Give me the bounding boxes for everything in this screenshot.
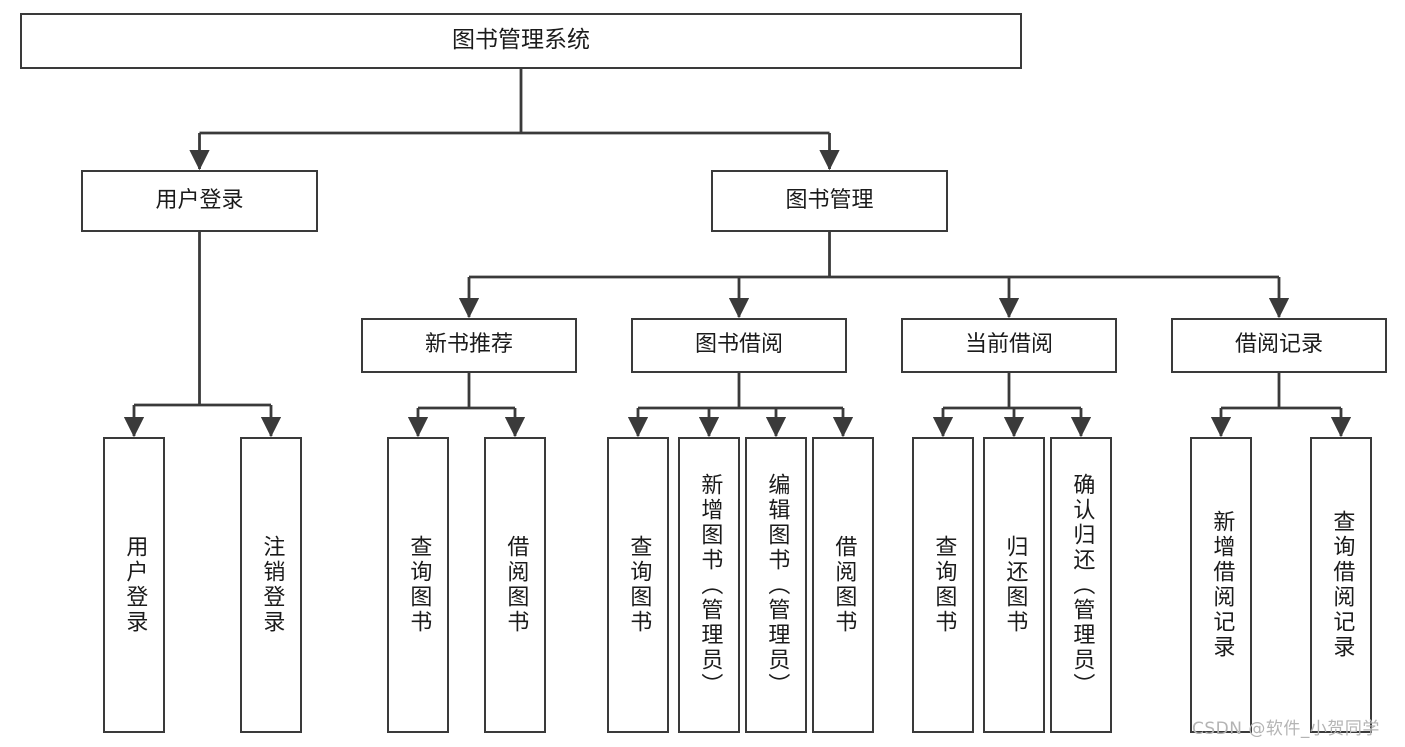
node-leaf-query-book-3: 查询图书 bbox=[912, 437, 974, 733]
node-leaf-borrow-book-2: 借阅图书 bbox=[812, 437, 874, 733]
node-label: 查询图书 bbox=[931, 535, 957, 635]
node-label: 新增借阅记录 bbox=[1209, 510, 1235, 660]
node-label: 图书借阅 bbox=[694, 332, 783, 358]
node-leaf-query-book-1: 查询图书 bbox=[387, 437, 449, 733]
node-leaf-edit-book: 编辑图书（管理员） bbox=[745, 437, 807, 733]
node-label: 查询借阅记录 bbox=[1329, 510, 1355, 660]
node-label: 查询图书 bbox=[406, 535, 432, 635]
node-leaf-return-book: 归还图书 bbox=[983, 437, 1045, 733]
node-new-book-recommend: 新书推荐 bbox=[361, 318, 577, 373]
node-borrow-record: 借阅记录 bbox=[1171, 318, 1387, 373]
node-leaf-confirm-return: 确认归还（管理员） bbox=[1050, 437, 1112, 733]
node-label: 查询图书 bbox=[626, 535, 652, 635]
node-label: 借阅图书 bbox=[503, 535, 529, 635]
node-label: 用户登录 bbox=[155, 187, 244, 213]
node-leaf-query-book-2: 查询图书 bbox=[607, 437, 669, 733]
node-label: 新增图书（管理员） bbox=[697, 472, 723, 698]
node-book-borrow: 图书借阅 bbox=[631, 318, 847, 373]
node-label: 图书管理 bbox=[785, 187, 874, 213]
node-leaf-user-login: 用户登录 bbox=[103, 437, 165, 733]
node-label: 归还图书 bbox=[1002, 535, 1028, 635]
node-label: 借阅记录 bbox=[1234, 332, 1323, 358]
node-leaf-add-book: 新增图书（管理员） bbox=[678, 437, 740, 733]
node-label: 用户登录 bbox=[122, 535, 148, 635]
node-label: 借阅图书 bbox=[831, 535, 857, 635]
node-label: 编辑图书（管理员） bbox=[764, 472, 790, 698]
node-book-manage: 图书管理 bbox=[711, 170, 948, 232]
csdn-watermark: CSDN @软件_小贺同学 bbox=[1192, 719, 1380, 739]
node-user-login: 用户登录 bbox=[81, 170, 318, 232]
node-label: 图书管理系统 bbox=[452, 27, 590, 54]
node-root: 图书管理系统 bbox=[20, 13, 1022, 69]
node-leaf-query-record: 查询借阅记录 bbox=[1310, 437, 1372, 733]
node-label: 新书推荐 bbox=[424, 332, 513, 358]
node-label: 确认归还（管理员） bbox=[1069, 472, 1095, 698]
node-current-borrow: 当前借阅 bbox=[901, 318, 1117, 373]
node-leaf-borrow-book-1: 借阅图书 bbox=[484, 437, 546, 733]
node-label: 注销登录 bbox=[259, 535, 285, 635]
node-leaf-add-record: 新增借阅记录 bbox=[1190, 437, 1252, 733]
node-label: 当前借阅 bbox=[964, 332, 1053, 358]
node-leaf-user-logout: 注销登录 bbox=[240, 437, 302, 733]
